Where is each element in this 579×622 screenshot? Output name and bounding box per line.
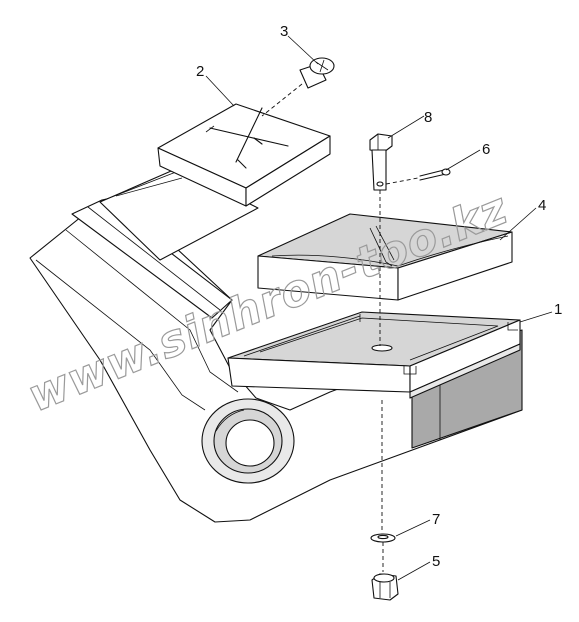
callout-1: 1 [554,301,562,318]
callout-4: 4 [538,197,546,214]
callout-7: 7 [432,511,440,528]
leader-lines [205,35,553,581]
part-7-washer [370,400,396,572]
part-3-screw [261,57,335,117]
part-5-castle-nut [371,573,399,601]
part-4-saddle-block [257,213,513,301]
callout-2: 2 [196,63,204,80]
part-8-bolt [369,133,393,346]
callout-3: 3 [280,23,288,40]
callout-6: 6 [482,141,490,158]
part-6-cotter-pin [385,168,451,185]
callout-8: 8 [424,109,432,126]
part-2-cover-plate [157,103,331,207]
callout-5: 5 [432,553,440,570]
part-1-mounting-plate [227,311,521,399]
pivot-bore [201,398,295,484]
